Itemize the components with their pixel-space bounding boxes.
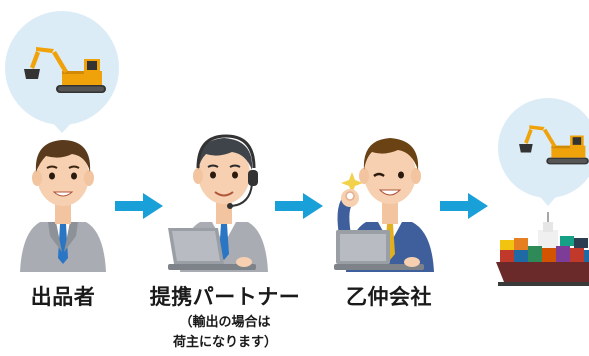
excavator-bubble-seller (5, 11, 119, 133)
container-ship-icon (496, 212, 589, 286)
step-label-seller: 出品者 (30, 285, 96, 309)
sparkle-icon (341, 172, 363, 194)
excavator-bubble-ship (498, 98, 589, 206)
headset-icon (196, 134, 258, 209)
laptop-icon (168, 228, 256, 270)
step-label-company: 乙仲会社 (346, 285, 432, 309)
partner-person (168, 134, 268, 272)
seller-person (20, 140, 106, 272)
flow-arrow-3 (440, 193, 488, 219)
flow-arrow-1 (115, 193, 163, 219)
step-note-partner-line2: 荷主になります） (172, 335, 277, 350)
company-person (334, 138, 434, 272)
flow-arrow-2 (275, 193, 323, 219)
step-note-partner-line1: （輸出の場合は (179, 315, 271, 330)
step-label-partner: 提携パートナー (149, 285, 301, 309)
